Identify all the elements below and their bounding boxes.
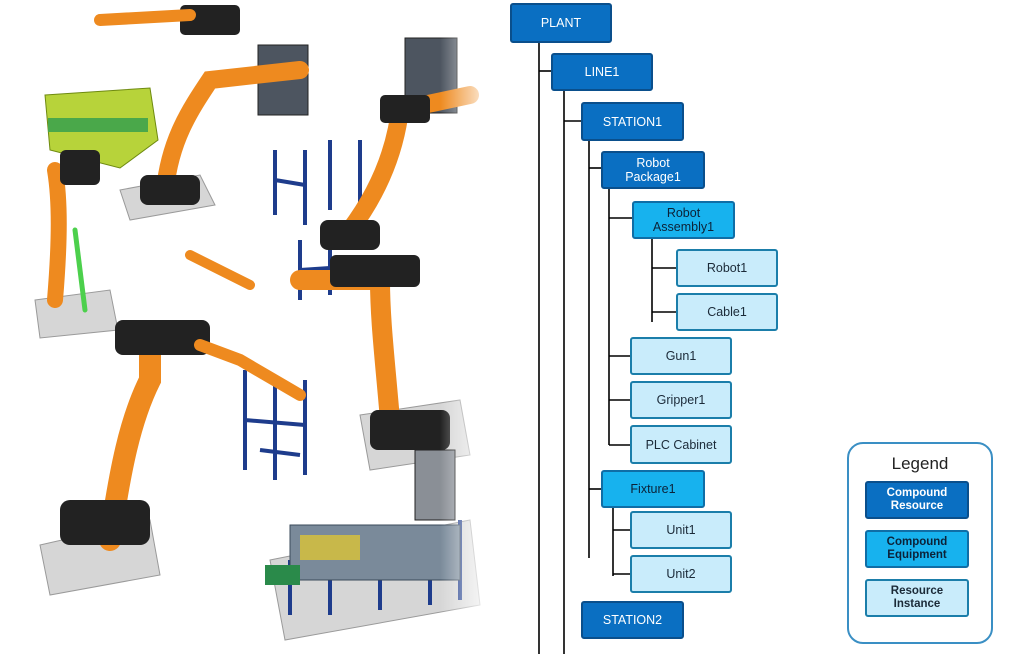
legend-box: Legend Compound Resource Compound Equipm…	[847, 442, 993, 644]
node-robot-assembly1: Robot Assembly1	[632, 201, 735, 239]
node-plant: PLANT	[510, 3, 612, 43]
legend-resource-instance: Resource Instance	[865, 579, 969, 617]
node-unit1: Unit1	[630, 511, 732, 549]
node-plc-cabinet: PLC Cabinet	[630, 425, 732, 464]
robot-cell-illustration	[34, 0, 495, 654]
node-unit2: Unit2	[630, 555, 732, 593]
bottom-welding-fixture	[265, 524, 461, 585]
node-gripper1: Gripper1	[630, 381, 732, 419]
node-robot-package1: Robot Package1	[601, 151, 705, 189]
node-line1: LINE1	[551, 53, 653, 91]
legend-title: Legend	[891, 454, 949, 473]
legend-compound-equipment: Compound Equipment	[865, 530, 969, 568]
node-station1: STATION1	[581, 102, 684, 141]
node-fixture1: Fixture1	[601, 470, 705, 508]
node-gun1: Gun1	[630, 337, 732, 375]
node-station2: STATION2	[581, 601, 684, 639]
green-fixture	[44, 87, 159, 169]
node-robot1: Robot1	[676, 249, 778, 287]
node-cable1: Cable1	[676, 293, 778, 331]
kuka-robots	[47, 5, 479, 551]
legend-compound-resource: Compound Resource	[865, 481, 969, 519]
